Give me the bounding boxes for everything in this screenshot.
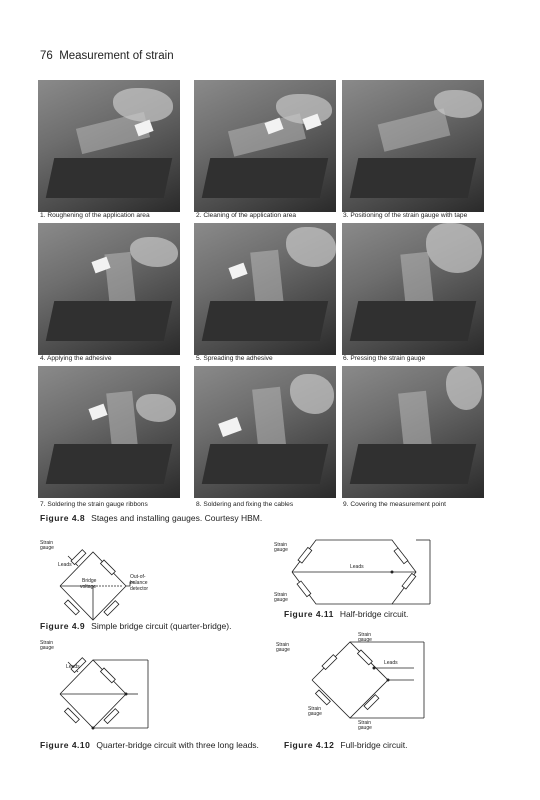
figure-4-10-caption: Figure 4.10 Quarter-bridge circuit with t…	[40, 740, 259, 750]
photo-9	[342, 366, 484, 498]
figure-4-10-circuit: Strain gauge Leads	[38, 638, 158, 736]
fig411-label-leads: Leads	[350, 564, 364, 570]
photo-caption-2: 2. Cleaning of the application area	[196, 212, 297, 219]
fig49-label-bridge: Bridge	[82, 578, 97, 584]
figure-4-12-text: Full-bridge circuit.	[340, 740, 408, 750]
fig410-label-leads: Leads	[66, 664, 80, 670]
figure-4-12-caption: Figure 4.12 Full-bridge circuit.	[284, 740, 407, 750]
fig412-label-s4: Strain	[358, 720, 371, 726]
fig412-label-leads: Leads	[384, 660, 398, 666]
photo-caption-3: 3. Positioning of the strain gauge with …	[343, 212, 468, 219]
fig49-label-strain: Strain	[40, 540, 53, 546]
fig412-label-g1: gauge	[276, 647, 290, 653]
fig411-label-gauge1: gauge	[274, 547, 288, 553]
figure-4-10-text: Quarter-bridge circuit with three long l…	[96, 740, 259, 750]
running-title: Measurement of strain	[59, 50, 174, 62]
figure-4-11-text: Half-bridge circuit.	[339, 609, 409, 619]
figure-4-11-circuit: Strain gauge Leads Strain gauge	[274, 534, 434, 610]
fig49-label-leads: Leads	[58, 562, 72, 568]
photo-caption-4: 4. Applying the adhesive	[40, 355, 112, 362]
figure-4-11-number: Figure 4.11	[284, 609, 334, 619]
fig412-label-g4: gauge	[358, 725, 372, 731]
fig49-label-outof: Out-of-	[130, 574, 146, 580]
figure-4-8-caption: Figure 4.8 Stages and installing gauges. …	[40, 513, 262, 523]
figure-4-10-number: Figure 4.10	[40, 740, 91, 750]
fig412-label-g3: gauge	[308, 711, 322, 717]
fig412-label-s1: Strain	[276, 642, 289, 648]
page-number: 76	[40, 50, 53, 62]
fig412-label-s3: Strain	[308, 706, 321, 712]
figure-4-9-text: Simple bridge circuit (quarter-bridge).	[91, 621, 232, 631]
photo-caption-9: 9. Covering the measurement point	[343, 501, 446, 508]
figure-4-12-circuit: Strain gauge Strain gauge Leads Strain g…	[274, 628, 434, 732]
photo-2	[194, 80, 336, 212]
figure-4-12-number: Figure 4.12	[284, 740, 335, 750]
figure-4-9-circuit: Strain gauge Leads Bridge voltage Out-of…	[38, 534, 188, 624]
fig410-label-gauge: gauge	[40, 645, 54, 651]
fig49-label-balance: balance	[130, 580, 148, 586]
fig411-label-strain1: Strain	[274, 542, 287, 548]
photo-caption-1: 1. Roughening of the application area	[40, 212, 150, 219]
photo-1	[38, 80, 180, 212]
fig49-label-voltage: voltage	[80, 584, 96, 590]
photo-caption-6: 6. Pressing the strain gauge	[343, 355, 426, 362]
fig49-label-detector: detector	[130, 586, 148, 592]
photo-3	[342, 80, 484, 212]
figure-4-9-caption: Figure 4.9 Simple bridge circuit (quarter…	[40, 621, 231, 631]
photo-5	[194, 223, 336, 355]
fig412-label-g2: gauge	[358, 637, 372, 643]
figure-4-9-number: Figure 4.9	[40, 621, 86, 631]
fig411-label-strain2: Strain	[274, 592, 287, 598]
fig412-label-s2: Strain	[358, 632, 371, 638]
fig411-label-gauge2: gauge	[274, 597, 288, 603]
fig49-label-gauge: gauge	[40, 545, 54, 551]
photo-8	[194, 366, 336, 498]
photo-7	[38, 366, 180, 498]
figure-4-8-text: Stages and installing gauges. Courtesy H…	[91, 513, 263, 523]
figure-4-8-number: Figure 4.8	[40, 513, 86, 523]
fig410-label-strain: Strain	[40, 640, 53, 646]
photo-caption-7: 7. Soldering the strain gauge ribbons	[40, 501, 148, 508]
photo-6	[342, 223, 484, 355]
photo-caption-5: 5. Spreading the adhesive	[196, 355, 273, 362]
photo-4	[38, 223, 180, 355]
figure-4-11-caption: Figure 4.11 Half-bridge circuit.	[284, 609, 408, 619]
photo-caption-8: 8. Soldering and fixing the cables	[196, 501, 294, 508]
running-header: 76 Measurement of strain	[40, 50, 174, 62]
